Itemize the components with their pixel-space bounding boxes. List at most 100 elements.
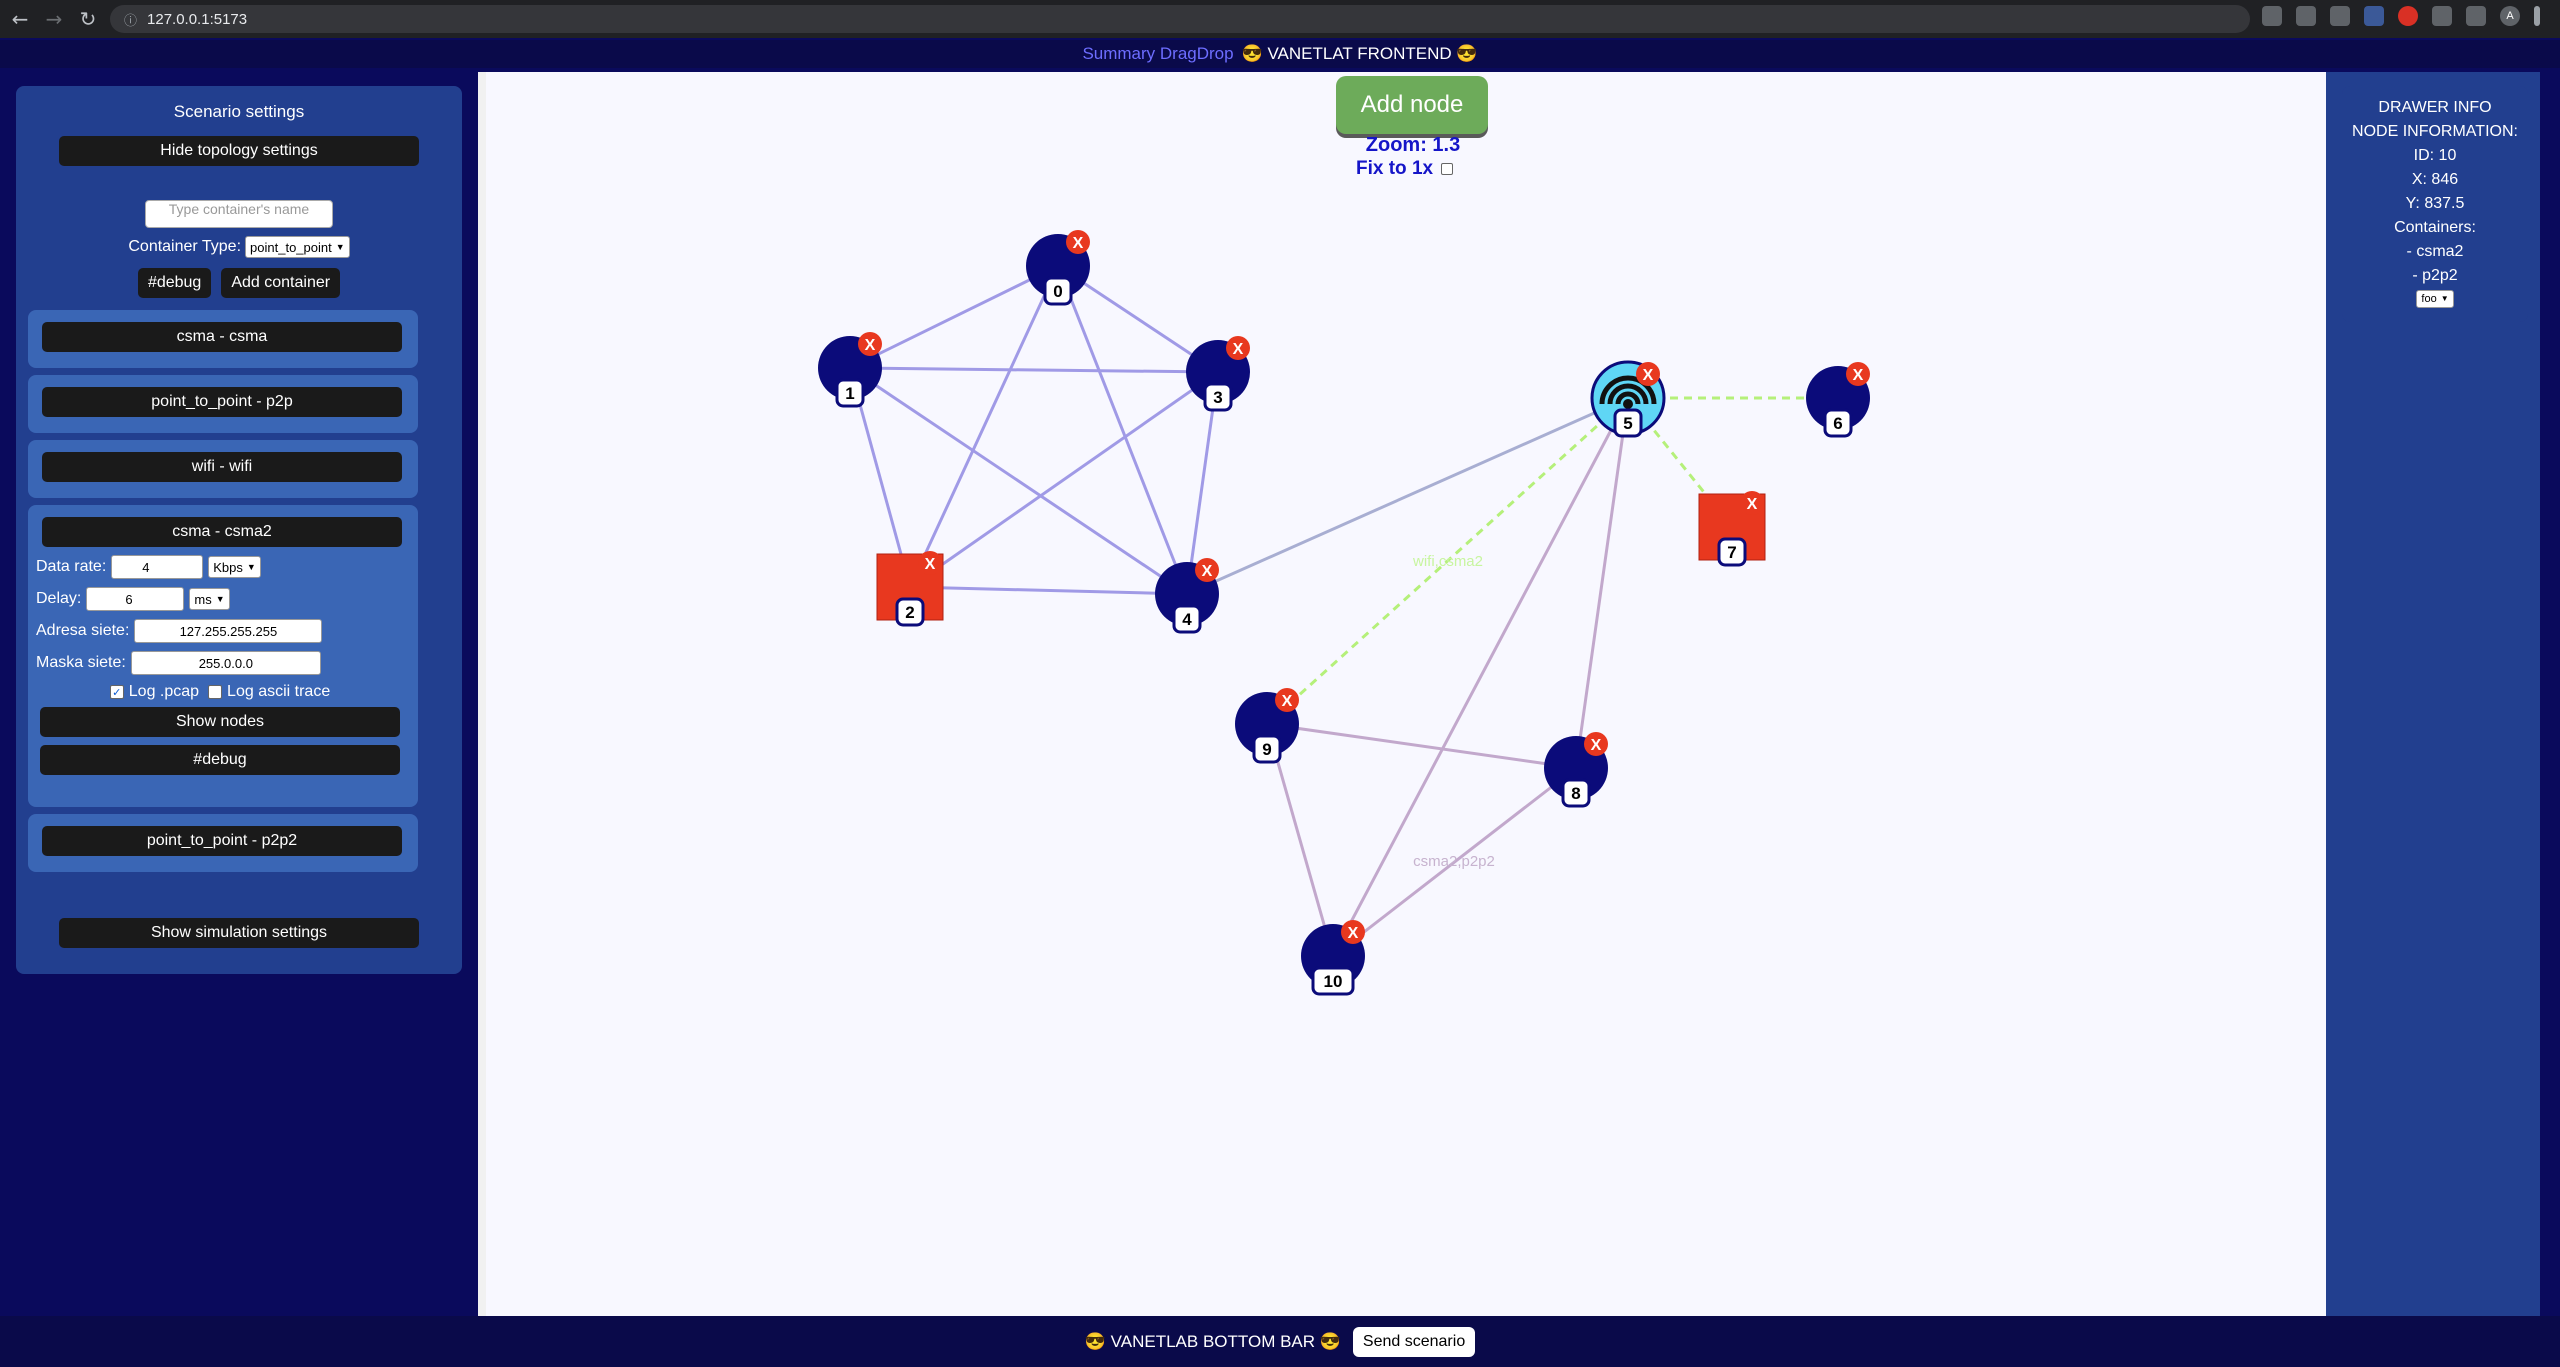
site-info-icon[interactable]: ⓘ (124, 13, 138, 29)
container-type-label: Container Type: (128, 238, 242, 255)
node-9[interactable]: 9X (1235, 688, 1299, 764)
bookmark-star-icon[interactable] (2330, 6, 2350, 26)
data-rate-input[interactable]: 4 (111, 555, 204, 579)
delete-node-10-button[interactable]: X (1341, 920, 1365, 944)
delete-node-3-button[interactable]: X (1226, 336, 1250, 360)
containers-heading: Containers: (2394, 219, 2476, 236)
edge-9-10[interactable] (1265, 723, 1335, 957)
container-type-select[interactable]: point_to_point ▼ (245, 236, 350, 258)
record-extension-icon[interactable] (2398, 6, 2418, 26)
node-id-label: 7 (1727, 543, 1736, 562)
card-debug-button[interactable]: #debug (40, 745, 400, 775)
delete-node-5-button[interactable]: X (1636, 362, 1660, 386)
node-id-label: 9 (1262, 740, 1271, 759)
edge-label: wifi,csma2 (1412, 553, 1483, 570)
edge-0-2[interactable] (908, 265, 1060, 588)
edge-5-9[interactable] (1265, 396, 1630, 726)
topology-graph[interactable]: wifi,csma2csma2,p2p20X1X2X3X4X5X6X7X8X9X… (478, 72, 2326, 1316)
edge-2-4[interactable] (909, 585, 1188, 596)
share-icon[interactable] (2296, 6, 2316, 26)
send-scenario-button[interactable]: Send scenario (1352, 1326, 1476, 1357)
drawer-select[interactable]: foo ▼ (2416, 290, 2454, 308)
node-3[interactable]: 3X (1186, 336, 1250, 412)
edge-5-10[interactable] (1331, 397, 1630, 957)
delete-node-0-button[interactable]: X (1066, 230, 1090, 254)
node-id-label: 10 (1324, 972, 1343, 991)
container-name-input[interactable]: Type container's name (145, 200, 333, 228)
forward-icon[interactable]: → (45, 7, 63, 31)
delete-node-1-button[interactable]: X (858, 332, 882, 356)
node-0[interactable]: 0X (1026, 230, 1090, 306)
back-icon[interactable]: ← (11, 7, 29, 31)
edge-1-4[interactable] (849, 366, 1188, 596)
show-nodes-button[interactable]: Show nodes (40, 707, 400, 737)
node-2[interactable]: 2X (876, 551, 944, 627)
container-toggle-csma[interactable]: csma - csma (42, 322, 402, 352)
edge-1-3[interactable] (849, 366, 1219, 374)
chevron-down-icon: ▼ (335, 242, 345, 252)
add-node-button[interactable]: Add node (1336, 76, 1488, 134)
fix-zoom-checkbox[interactable] (1441, 163, 1454, 175)
node-1[interactable]: 1X (818, 332, 882, 408)
container-item: - p2p2 (2412, 267, 2458, 284)
edge-4-5[interactable] (1186, 396, 1629, 596)
delay-unit-select[interactable]: ms ▼ (189, 588, 230, 610)
close-icon: X (925, 556, 936, 573)
delete-node-8-button[interactable]: X (1584, 732, 1608, 756)
container-card-p2p: point_to_point - p2p (28, 375, 418, 433)
hide-topology-button[interactable]: Hide topology settings (59, 136, 419, 166)
node-7[interactable]: 7X (1698, 491, 1766, 567)
node-y-text: Y: 837.5 (2405, 195, 2465, 212)
delete-node-4-button[interactable]: X (1195, 558, 1219, 582)
translate-icon[interactable] (2262, 6, 2282, 26)
address-input[interactable]: 127.255.255.255 (134, 619, 323, 643)
edge-8-10[interactable] (1332, 766, 1577, 958)
log-ascii-checkbox[interactable] (208, 685, 223, 699)
canvas-left-scrollbar[interactable] (478, 72, 486, 1316)
add-container-button[interactable]: Add container (221, 268, 341, 298)
node-8[interactable]: 8X (1544, 732, 1608, 808)
facebook-extension-icon[interactable] (2364, 6, 2384, 26)
side-panel-icon[interactable] (2466, 6, 2486, 26)
puzzle-extensions-icon[interactable] (2432, 6, 2452, 26)
edge-5-8[interactable] (1574, 397, 1630, 769)
delete-node-7-button[interactable]: X (1740, 491, 1764, 515)
profile-avatar[interactable]: A (2500, 6, 2520, 26)
debug-button[interactable]: #debug (137, 268, 212, 298)
top-title-bar: Summary DragDrop 😎 VANETLAT FRONTEND 😎 (0, 40, 2560, 68)
node-5[interactable]: 5X (1590, 360, 1666, 438)
data-rate-unit-select[interactable]: Kbps ▼ (208, 556, 261, 578)
node-6[interactable]: 6X (1806, 362, 1870, 438)
container-toggle-csma2[interactable]: csma - csma2 (42, 517, 402, 547)
container-toggle-p2p[interactable]: point_to_point - p2p (42, 387, 402, 417)
log-pcap-checkbox[interactable]: ✓ (109, 685, 124, 699)
close-icon: X (1233, 341, 1244, 358)
edge-3-2[interactable] (909, 370, 1219, 589)
address-bar[interactable]: ⓘ 127.0.0.1:5173 (110, 5, 2250, 33)
container-toggle-p2p2[interactable]: point_to_point - p2p2 (42, 826, 402, 856)
show-simulation-settings-button[interactable]: Show simulation settings (59, 918, 419, 948)
edge-0-4[interactable] (1056, 265, 1189, 595)
show-nodes-row: Show nodes (36, 707, 404, 737)
delete-node-9-button[interactable]: X (1275, 688, 1299, 712)
close-icon: X (1643, 367, 1654, 384)
delete-node-6-button[interactable]: X (1846, 362, 1870, 386)
mask-row: Maska siete: 255.0.0.0 (36, 651, 404, 675)
menu-kebab-icon[interactable] (2534, 6, 2540, 26)
edge-9-8[interactable] (1266, 722, 1577, 770)
node-4[interactable]: 4X (1155, 558, 1219, 634)
node-10[interactable]: 10 X (1301, 920, 1365, 996)
reload-icon[interactable]: ↻ (79, 7, 97, 31)
data-rate-row: Data rate: 4 Kbps ▼ (36, 555, 404, 579)
delete-node-2-button[interactable]: X (918, 551, 942, 575)
fix-zoom-toggle: Fix to 1x (1356, 158, 1496, 180)
address-label: Adresa siete: (36, 622, 130, 639)
summary-dragdrop-link[interactable]: Summary DragDrop (1082, 44, 1234, 63)
delay-input[interactable]: 6 (86, 587, 185, 611)
data-rate-unit-value: Kbps (213, 559, 243, 575)
node-id-label: 2 (905, 603, 914, 622)
edge-0-1[interactable] (849, 264, 1059, 370)
container-toggle-wifi[interactable]: wifi - wifi (42, 452, 402, 482)
mask-input[interactable]: 255.0.0.0 (130, 651, 321, 675)
